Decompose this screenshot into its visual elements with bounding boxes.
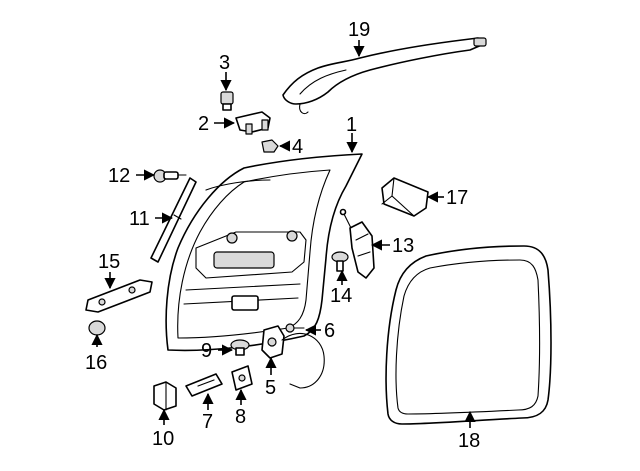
callout-17: 17 [446, 187, 468, 209]
part-9-bumper [230, 339, 250, 356]
callout-11: 11 [129, 208, 150, 230]
callout-5: 5 [265, 377, 276, 399]
callout-10: 10 [152, 428, 174, 450]
part-6-screw [285, 323, 305, 333]
callout-8: 8 [235, 406, 246, 428]
part-1-liftgate [165, 153, 363, 352]
callout-3: 3 [219, 52, 230, 74]
leader-lines [91, 40, 476, 428]
callout-1: 1 [346, 114, 357, 136]
callout-4: 4 [292, 136, 303, 158]
callout-16: 16 [85, 352, 107, 374]
callout-7: 7 [202, 411, 213, 433]
callout-13: 13 [392, 235, 414, 257]
part-18-weatherstrip [385, 245, 552, 425]
part-10-switch [153, 381, 177, 411]
part-12-ball-stud [153, 169, 187, 183]
part-8-striker [231, 365, 253, 391]
part-15-bracket [85, 279, 153, 313]
callout-labels: 1 2 3 4 5 6 7 8 9 10 11 12 13 14 15 16 1… [85, 19, 480, 452]
callout-9: 9 [201, 340, 212, 362]
callout-14: 14 [330, 285, 352, 307]
callout-6: 6 [324, 320, 335, 342]
part-17-module [381, 177, 429, 217]
part-5-latch [261, 325, 325, 389]
part-4-nut [261, 139, 279, 153]
part-16-plug [88, 320, 106, 336]
callout-12: 12 [108, 165, 130, 187]
part-2-hinge [235, 111, 271, 135]
part-7-plate [185, 373, 223, 397]
part-14-push-pin [331, 251, 349, 272]
part-19-harness [282, 37, 487, 115]
callout-19: 19 [348, 19, 370, 41]
part-11-lift-strut [150, 177, 197, 263]
callout-15: 15 [98, 251, 120, 273]
callout-2: 2 [198, 113, 209, 135]
callout-18: 18 [458, 430, 480, 452]
part-3-bolt [220, 91, 234, 111]
part-13-actuator [339, 208, 375, 279]
